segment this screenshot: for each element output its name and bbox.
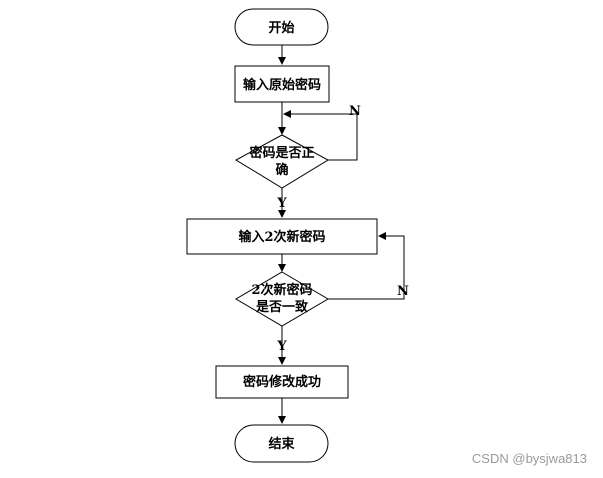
csdn-watermark: CSDN @bysjwa813 bbox=[471, 451, 587, 466]
check-passwords-match-label-line1: 2次新密码 bbox=[251, 282, 312, 298]
check-match-no-label: N bbox=[397, 284, 409, 299]
start-node: 开始 bbox=[234, 8, 329, 46]
password-changed-node: 密码修改成功 bbox=[215, 365, 349, 399]
edge-check-match-no-loop bbox=[328, 232, 405, 300]
input-new-password-node: 输入2次新密码 bbox=[186, 218, 378, 255]
password-changed-label: 密码修改成功 bbox=[242, 374, 321, 390]
check-password-correct-label-line1: 密码是否正 bbox=[248, 145, 314, 161]
end-node: 结束 bbox=[234, 424, 329, 463]
check-correct-no-label: N bbox=[349, 104, 361, 119]
check-match-yes-label: Y bbox=[276, 339, 287, 354]
input-original-password-label: 输入原始密码 bbox=[243, 77, 321, 93]
check-passwords-match-node: 2次新密码 是否一致 bbox=[235, 271, 329, 327]
check-passwords-match-label-line2: 是否一致 bbox=[255, 299, 309, 315]
input-new-password-label: 输入2次新密码 bbox=[238, 229, 325, 245]
edge-check-correct-no-loop bbox=[283, 110, 358, 161]
check-password-correct-node: 密码是否正 确 bbox=[234, 134, 330, 189]
start-label: 开始 bbox=[268, 20, 294, 36]
input-original-password-node: 输入原始密码 bbox=[234, 65, 330, 103]
check-correct-yes-label: Y bbox=[276, 196, 287, 211]
check-password-correct-label-line2: 确 bbox=[275, 162, 288, 178]
end-label: 结束 bbox=[268, 436, 295, 452]
